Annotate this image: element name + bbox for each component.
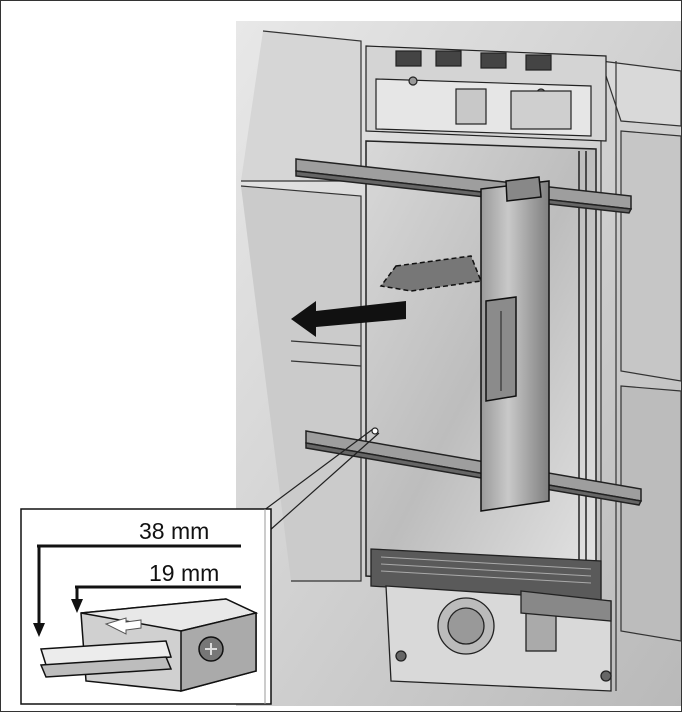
vertical-handle	[480, 176, 550, 512]
ghost-panel-outline	[379, 255, 483, 292]
pull-direction-arrow	[291, 301, 406, 337]
appliance-top-vent	[365, 45, 607, 142]
dimension-19mm: 19 mm	[71, 560, 241, 613]
dimension-label-19mm: 19 mm	[149, 560, 219, 586]
detail-inset: 38 mm 19 mm	[20, 508, 272, 705]
arrow-left-icon	[291, 301, 406, 337]
dimension-38mm: 38 mm	[33, 518, 241, 637]
dimension-label-38mm: 38 mm	[139, 518, 209, 544]
bottom-assembly	[370, 548, 612, 692]
leader-lines	[262, 427, 380, 532]
hinge-bracket	[39, 598, 259, 692]
